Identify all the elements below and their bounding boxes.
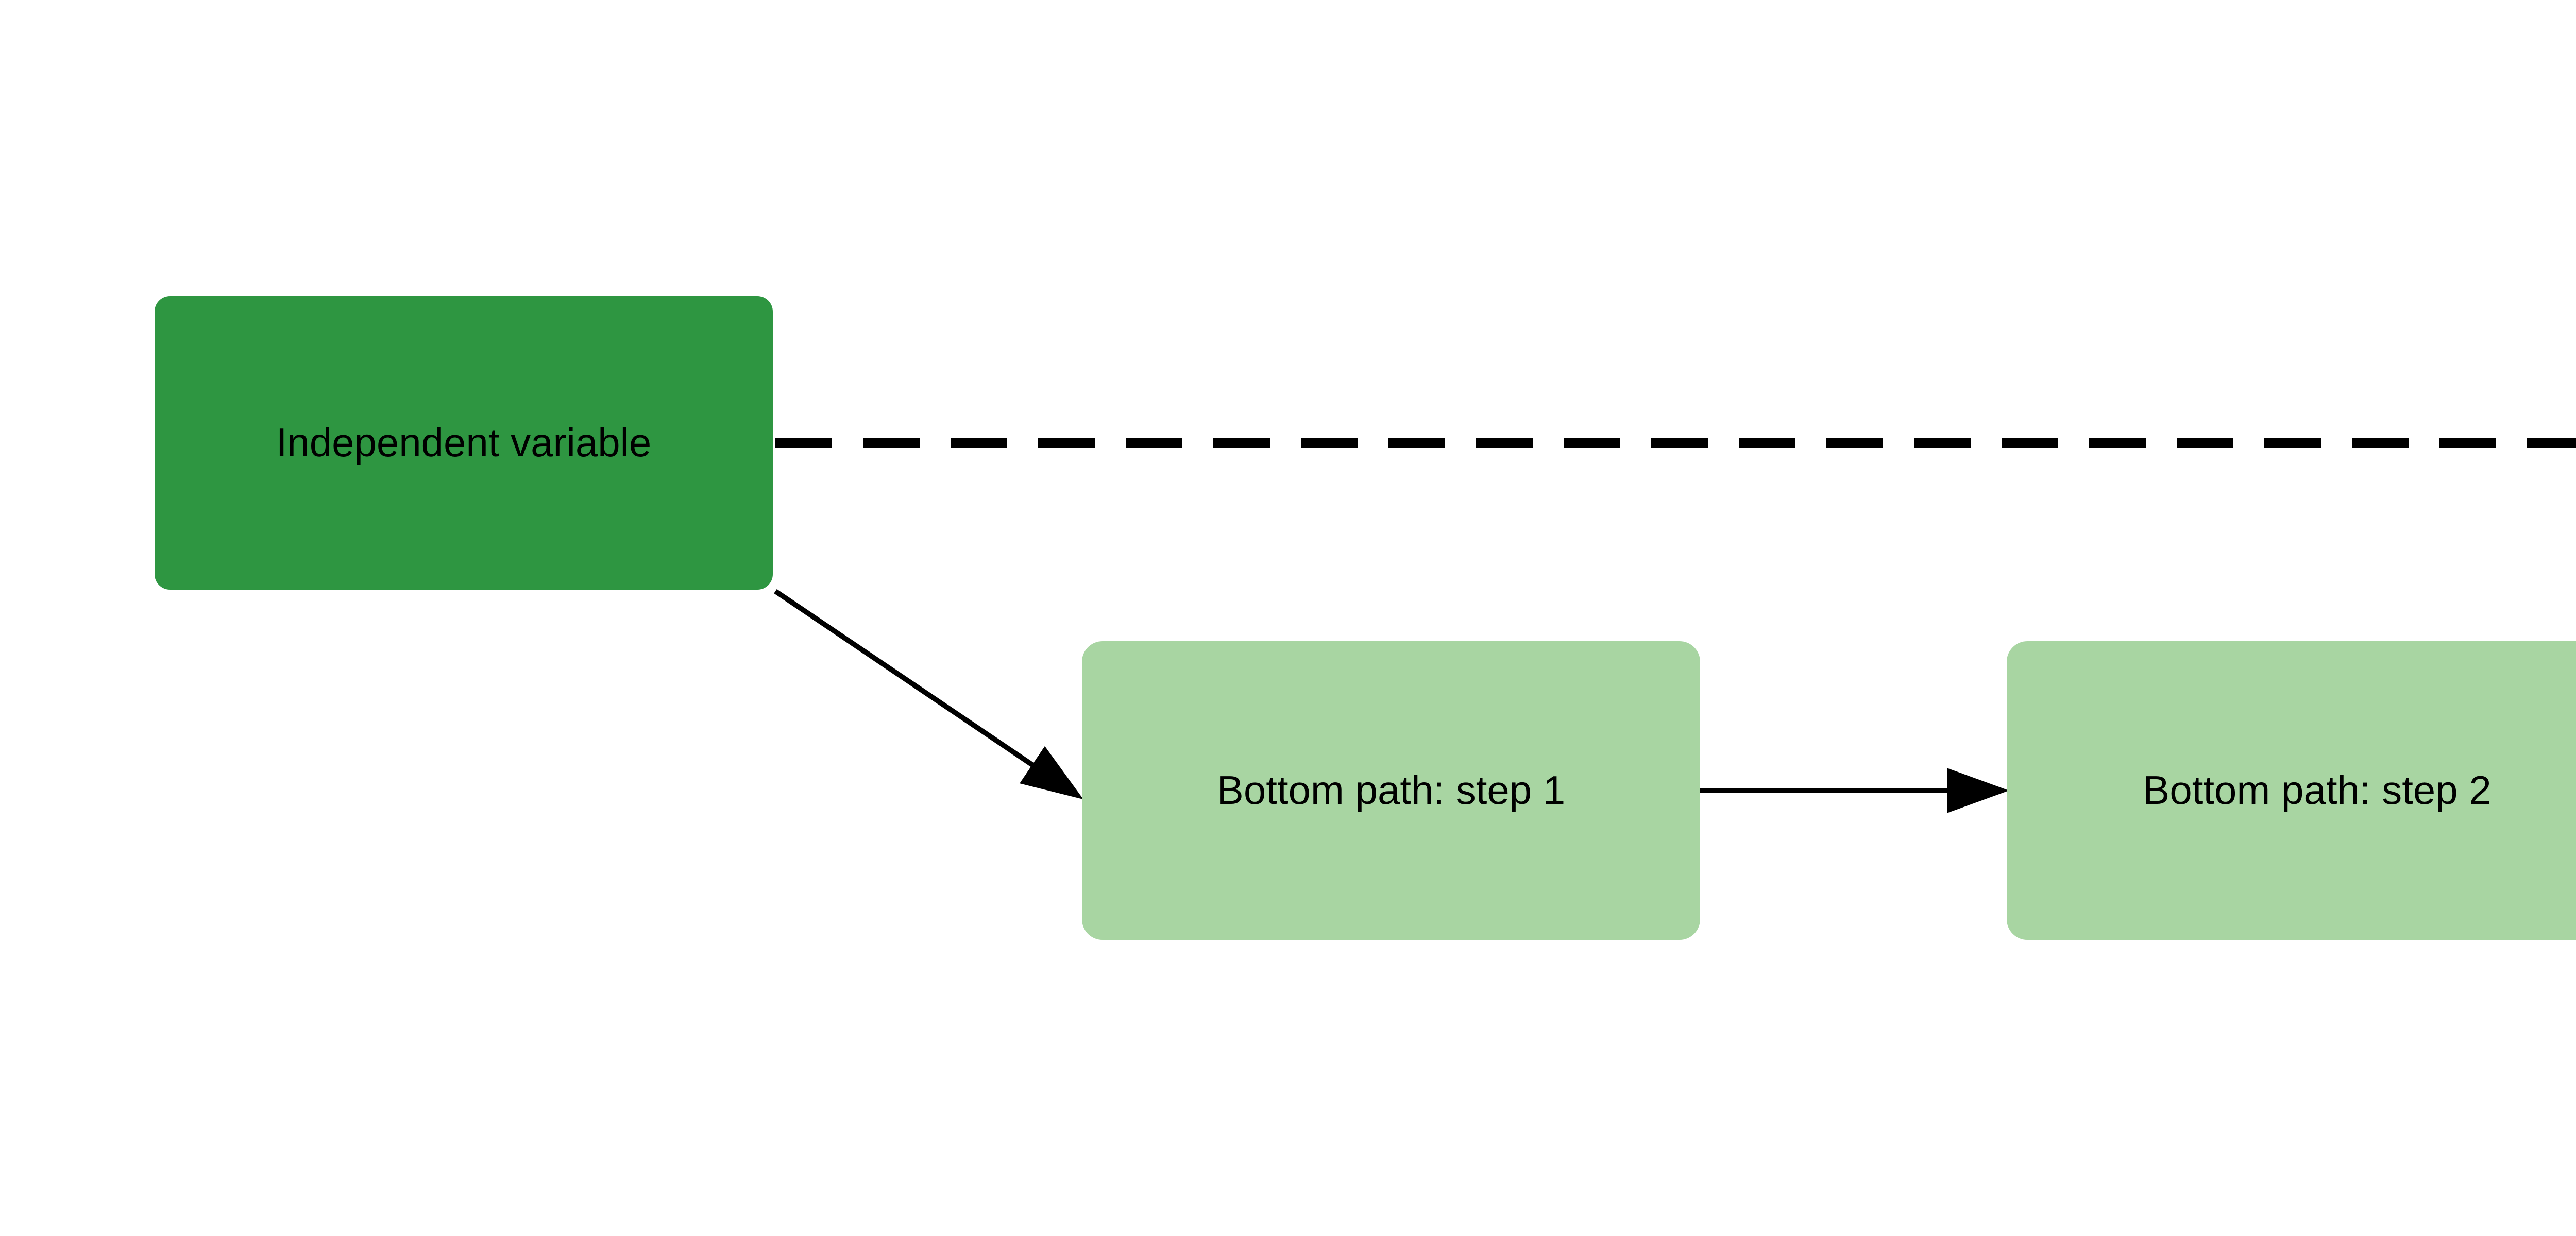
node-independent-variable-label: Independent variable [276,420,652,466]
node-bottom-path-step2: Bottom path: step 2 [2007,641,2576,940]
node-bottom-path-step1: Bottom path: step 1 [1082,641,1700,940]
node-bottom-path-step2-label: Bottom path: step 2 [2143,767,2492,813]
node-independent-variable: Independent variable [155,296,773,590]
independent-to-step1-arrow [774,589,1083,800]
node-bottom-path-step1-label: Bottom path: step 1 [1216,767,1566,813]
